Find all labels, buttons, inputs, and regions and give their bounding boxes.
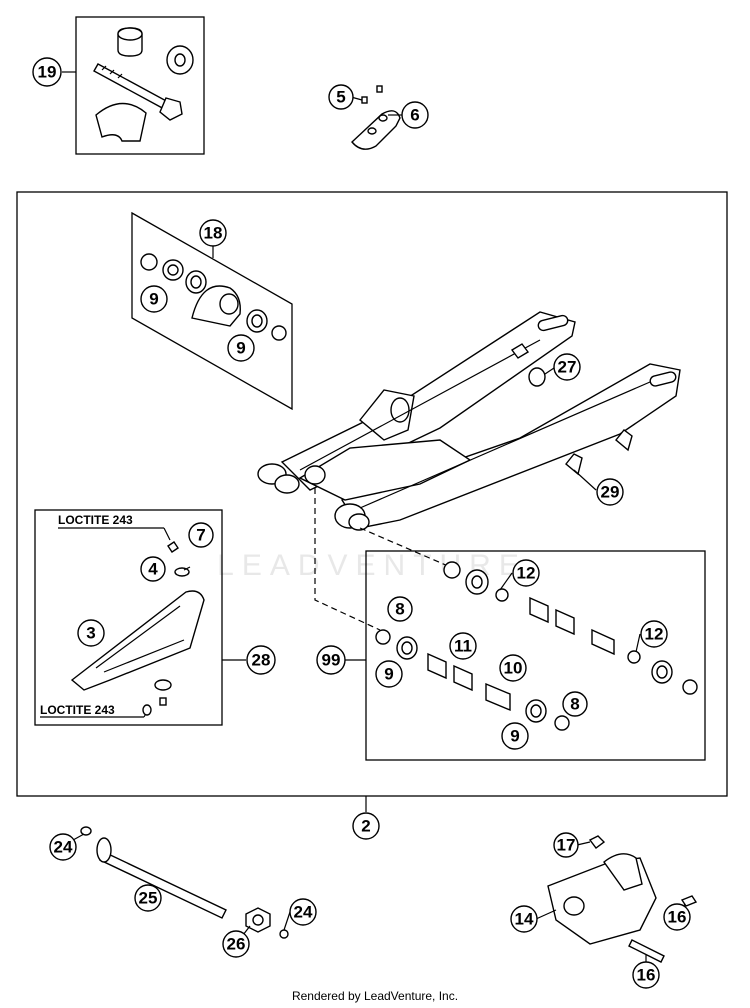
kit-box-28: [34, 509, 223, 726]
kit-box-99: [365, 550, 706, 761]
svg-text:8: 8: [570, 695, 579, 714]
callout-8: 8: [387, 596, 413, 622]
svg-text:28: 28: [252, 651, 271, 670]
svg-text:25: 25: [139, 889, 158, 908]
callout-9: 9: [375, 660, 403, 688]
footer-credit: Rendered by LeadVenture, Inc.: [292, 989, 458, 1003]
callout-4: 4: [140, 556, 166, 582]
callout-12: 12: [512, 559, 540, 587]
svg-text:29: 29: [601, 483, 620, 502]
svg-text:12: 12: [645, 625, 664, 644]
callout-16: 16: [663, 903, 691, 931]
svg-text:24: 24: [54, 838, 73, 857]
chain-guide-clip-5-6: [351, 85, 401, 150]
svg-text:9: 9: [149, 290, 158, 309]
kit-box-19: [75, 16, 205, 155]
callout-3: 3: [77, 619, 105, 647]
svg-text:8: 8: [395, 600, 404, 619]
svg-text:9: 9: [510, 727, 519, 746]
svg-text:99: 99: [322, 651, 341, 670]
svg-text:2: 2: [361, 817, 370, 836]
svg-text:27: 27: [558, 358, 577, 377]
svg-text:26: 26: [227, 935, 246, 954]
svg-text:6: 6: [410, 106, 419, 125]
callout-26: 26: [222, 930, 250, 958]
swingarm-axle-25: [80, 826, 289, 939]
callout-17: 17: [553, 832, 579, 858]
callout-6: 6: [401, 101, 429, 129]
svg-text:19: 19: [38, 63, 57, 82]
loctite-note-top: LOCTITE 243: [58, 513, 133, 527]
callout-14: 14: [510, 905, 538, 933]
callouts: 19 5 6 18 9 9 27 29 7 4 3 28 12 8 11 99 …: [32, 57, 691, 989]
callout-19: 19: [32, 57, 62, 87]
swingarm-frame: [257, 311, 681, 531]
loctite-note-bottom: LOCTITE 243: [40, 703, 115, 717]
callout-24: 24: [49, 833, 77, 861]
chain-guide-14: [547, 835, 698, 963]
callout-27: 27: [553, 353, 581, 381]
bolt-kit-19: [62, 16, 205, 155]
callout-11: 11: [449, 632, 477, 660]
callout-18: 18: [199, 219, 227, 247]
callout-28: 28: [246, 645, 276, 675]
svg-text:3: 3: [86, 624, 95, 643]
callout-25: 25: [134, 884, 162, 912]
svg-text:4: 4: [148, 560, 158, 579]
bearing-kit-99: [314, 488, 706, 761]
callout-12: 12: [640, 620, 668, 648]
svg-text:17: 17: [557, 836, 576, 855]
bearing-kit-18: [131, 211, 293, 411]
callout-99: 99: [316, 645, 346, 675]
svg-text:14: 14: [515, 910, 534, 929]
svg-text:16: 16: [637, 966, 656, 985]
svg-text:12: 12: [517, 564, 536, 583]
callout-9: 9: [501, 722, 529, 750]
svg-text:7: 7: [196, 526, 205, 545]
svg-text:5: 5: [336, 88, 345, 107]
svg-text:16: 16: [668, 908, 687, 927]
svg-text:18: 18: [204, 224, 223, 243]
callout-9: 9: [227, 334, 255, 362]
svg-text:11: 11: [454, 637, 472, 656]
svg-text:9: 9: [236, 339, 245, 358]
callout-10: 10: [499, 654, 527, 682]
callout-8: 8: [562, 691, 588, 717]
callout-2: 2: [352, 812, 380, 840]
callout-9: 9: [140, 285, 168, 313]
svg-text:9: 9: [384, 665, 393, 684]
swingarm-assembly-box-2: [16, 191, 728, 797]
chain-slider-kit-28: [34, 509, 246, 726]
callout-24: 24: [289, 898, 317, 926]
callout-29: 29: [596, 478, 624, 506]
svg-text:10: 10: [504, 659, 523, 678]
callout-16: 16: [632, 961, 660, 989]
svg-text:24: 24: [294, 903, 313, 922]
callout-7: 7: [188, 522, 214, 548]
callout-5: 5: [328, 84, 354, 110]
